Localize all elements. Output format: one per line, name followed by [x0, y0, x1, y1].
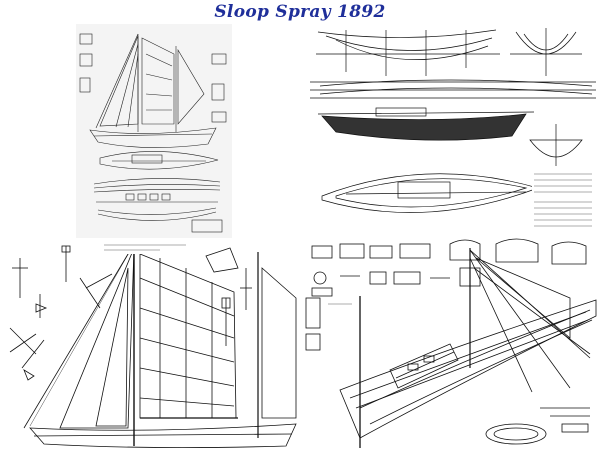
deck-perspective-drawing	[305, 238, 597, 448]
sail-plan-drawing	[9, 240, 297, 448]
page-title: Sloop Spray 1892	[214, 2, 386, 22]
overview-drawing	[79, 33, 227, 233]
deck-perspective-and-fittings	[300, 238, 600, 450]
hull-lines-drawing	[310, 28, 596, 236]
hull-lines-and-plan	[306, 24, 600, 240]
sail-plan-and-rigging-details	[0, 238, 300, 450]
overview-sheet	[76, 24, 232, 240]
